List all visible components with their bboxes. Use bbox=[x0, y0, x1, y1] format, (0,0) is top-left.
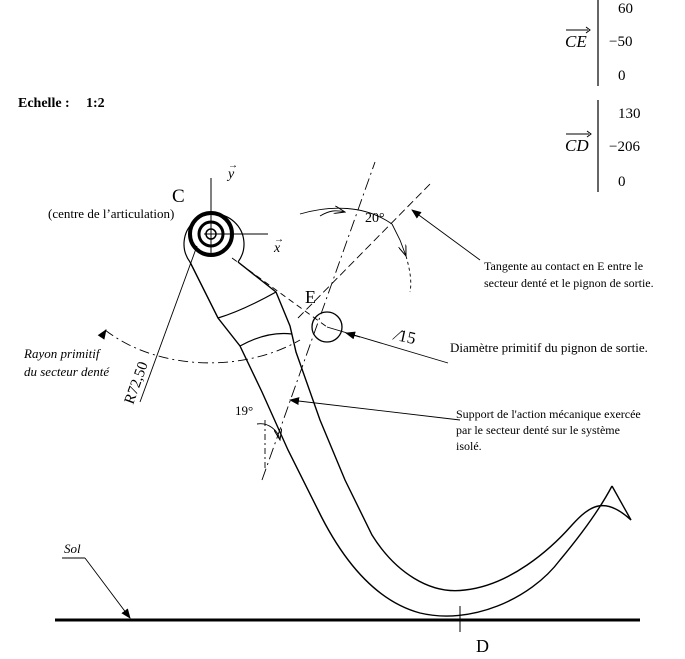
vector-cd-arrow bbox=[586, 130, 592, 138]
point-c-label: C bbox=[172, 186, 185, 207]
y-axis-arrow-icon: → bbox=[228, 160, 238, 171]
tangent-label-line1: Tangente au contact en E entre le bbox=[484, 259, 643, 273]
tangent-line bbox=[297, 181, 433, 319]
section-line-lower bbox=[239, 332, 293, 347]
vector-ce: CE 60 −50 0 bbox=[565, 0, 633, 86]
angle-19-label: 19° bbox=[235, 403, 253, 418]
angle-20-arc-extension bbox=[391, 223, 406, 256]
angle-20-arc bbox=[299, 207, 393, 225]
vector-cd-z: 0 bbox=[618, 174, 626, 190]
pitch-radius-leader bbox=[97, 329, 107, 340]
pinion-e: E ∕15 Diamètre primitif du pignon de sor… bbox=[231, 257, 648, 364]
angle-20-label: 20° bbox=[365, 211, 385, 226]
scale-caption: Echelle : 1:2 bbox=[18, 96, 105, 111]
pivot-c: C y → x → (centre de l’articulation) bbox=[48, 160, 284, 257]
scale-value: 1:2 bbox=[86, 96, 105, 111]
diameter-dimension-label: ∕15 bbox=[391, 325, 417, 348]
x-axis-label: x bbox=[273, 241, 281, 256]
tangent-label-line2: secteur denté et le pignon de sortie. bbox=[484, 276, 654, 290]
vector-cd: CD 130 −206 0 bbox=[565, 100, 641, 192]
support-label-line2: par le secteur denté sur le système bbox=[456, 423, 620, 437]
vector-ce-x: 60 bbox=[618, 1, 633, 17]
tangent-leader bbox=[411, 209, 481, 261]
ground-label: Sol bbox=[64, 541, 81, 556]
support-label-line3: isolé. bbox=[456, 439, 482, 453]
diameter-arrow bbox=[345, 331, 361, 340]
vector-ce-z: 0 bbox=[618, 68, 626, 84]
pedal-arm-end bbox=[611, 485, 632, 521]
vector-cd-x: 130 bbox=[618, 106, 641, 122]
vector-cd-y: −206 bbox=[609, 139, 640, 155]
radius-dimension-line bbox=[139, 245, 198, 403]
pitch-radius-label-line2: du secteur denté bbox=[24, 364, 110, 379]
angle-20-arc-tail bbox=[405, 255, 412, 293]
ground-leader bbox=[84, 557, 131, 619]
x-axis-arrow-icon: → bbox=[274, 234, 284, 245]
vector-ce-name: CE bbox=[565, 32, 587, 51]
pinion-pitch-circle bbox=[311, 311, 343, 343]
diameter-leader-line bbox=[326, 326, 449, 364]
pitch-diameter-label: Diamètre primitif du pignon de sortie. bbox=[450, 340, 648, 355]
action-support-line bbox=[261, 161, 376, 481]
scale-label: Echelle : bbox=[18, 96, 70, 111]
y-axis-label: y bbox=[226, 167, 235, 182]
angle-20-arrow-left bbox=[319, 211, 345, 217]
pedal-arm bbox=[183, 213, 632, 617]
pedal-arm-outer-edge bbox=[189, 261, 613, 617]
section-line-upper bbox=[217, 291, 277, 319]
pitch-radius-label-line1: Rayon primitif bbox=[23, 346, 102, 361]
point-d-label: D bbox=[476, 636, 489, 656]
support-leader bbox=[289, 397, 461, 421]
pedal-arm-inner-edge bbox=[237, 261, 632, 592]
vector-ce-arrow bbox=[585, 26, 591, 34]
pivot-note: (centre de l’articulation) bbox=[48, 206, 174, 221]
angle-19-arc bbox=[256, 423, 280, 440]
vector-cd-name: CD bbox=[565, 136, 589, 155]
support-label-line1: Support de l'action mécanique exercée bbox=[456, 407, 641, 421]
point-e-label: E bbox=[305, 287, 316, 307]
pitch-radius-arc bbox=[104, 329, 301, 364]
vector-ce-y: −50 bbox=[609, 34, 632, 50]
